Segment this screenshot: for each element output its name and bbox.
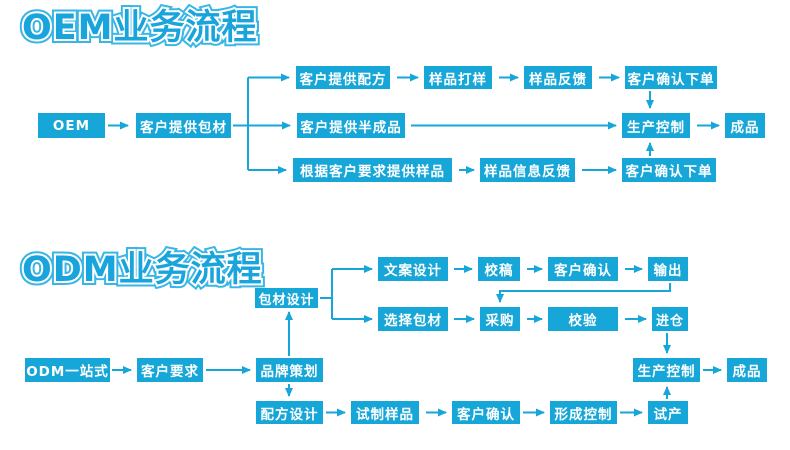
odm-node-select-package: 选择包材: [378, 307, 448, 331]
oem-edges: [108, 73, 720, 174]
odm-title: ODM业务流程 ODM业务流程 ODM业务流程: [18, 246, 266, 294]
odm-edges: [112, 265, 722, 417]
oem-node-sample-feedback: 样品反馈: [524, 66, 592, 89]
odm-node-customer-confirm-1: 客户确认: [548, 257, 618, 281]
oem-node-finished-product: 成品: [725, 113, 765, 138]
odm-node-production-control: 生产控制: [633, 358, 700, 382]
odm-node-trial-production: 试产: [648, 401, 688, 424]
oem-node-customer-formula: 客户提供配方: [296, 66, 390, 89]
flow-arrow: [496, 283, 671, 303]
odm-node-customer-confirm-2: 客户确认: [452, 401, 520, 424]
odm-node-process-control: 形成控制: [550, 401, 617, 424]
odm-node-customer-requirement: 客户要求: [137, 358, 203, 382]
odm-node-formula-design: 配方设计: [256, 401, 323, 424]
odm-node-proofing: 校稿: [478, 257, 520, 281]
oem-node-start: OEM: [38, 113, 105, 138]
odm-title-glow: ODM业务流程: [18, 246, 266, 294]
oem-node-sample-info-feedback: 样品信息反馈: [480, 158, 575, 182]
oem-title-glow: OEM业务流程: [18, 4, 260, 52]
odm-title-text: ODM业务流程: [22, 250, 263, 290]
odm-node-start: ODM一站式: [25, 358, 110, 382]
odm-node-warehouse: 进仓: [652, 307, 688, 331]
odm-node-output: 输出: [648, 257, 688, 281]
oem-node-confirm-order-1: 客户确认下单: [625, 66, 717, 89]
oem-node-sample-on-request: 根据客户要求提供样品: [293, 158, 452, 182]
odm-node-finished-product: 成品: [727, 358, 767, 382]
oem-node-production-control: 生产控制: [622, 113, 690, 138]
odm-node-package-design: 包材设计: [255, 288, 318, 308]
odm-node-trial-sample: 试制样品: [351, 401, 419, 424]
odm-node-brand-planning: 品牌策划: [256, 358, 323, 382]
odm-title-outline: ODM业务流程: [20, 248, 264, 292]
oem-node-sample-making: 样品打样: [424, 66, 492, 89]
oem-title: OEM业务流程 OEM业务流程 OEM业务流程: [18, 4, 260, 52]
oem-title-text: OEM业务流程: [22, 8, 258, 48]
oem-node-confirm-order-2: 客户确认下单: [622, 158, 716, 182]
oem-title-outline: OEM业务流程: [20, 6, 258, 50]
odm-node-inspection: 校验: [548, 307, 618, 331]
odm-node-purchase: 采购: [480, 307, 520, 331]
oem-node-semi-finished: 客户提供半成品: [297, 113, 405, 138]
odm-node-copy-design: 文案设计: [378, 257, 448, 281]
oem-node-customer-package: 客户提供包材: [136, 113, 231, 138]
